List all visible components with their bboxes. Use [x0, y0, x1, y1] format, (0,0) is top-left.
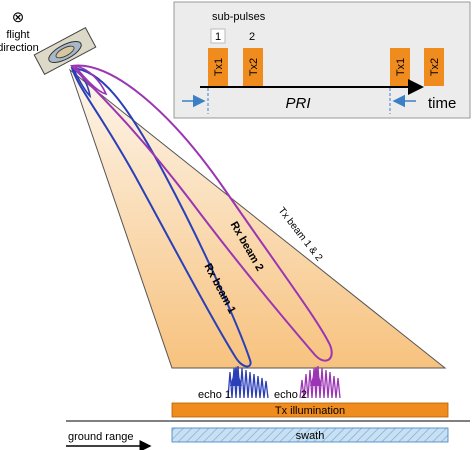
echo-2-envelope — [310, 366, 322, 386]
sar-antenna — [33, 26, 97, 76]
pulse-tx1-b — [390, 48, 410, 86]
subpulse-number-1: 1 — [215, 31, 221, 43]
flight-direction-label-line2: direction — [0, 42, 39, 54]
tx-beam — [68, 68, 447, 369]
subpulses-title: sub-pulses — [212, 11, 266, 23]
swath-label: swath — [296, 430, 325, 442]
echo-2-waveform — [299, 365, 341, 399]
time-axis-label: time — [428, 95, 456, 112]
subpulse-number-2: 2 — [249, 31, 255, 43]
echo-2-label: echo 2 — [274, 389, 307, 401]
ground-range-label: ground range — [68, 431, 133, 443]
echo-1-label: echo 1 — [198, 389, 231, 401]
flight-direction-symbol: ⊗ — [12, 9, 25, 26]
pulse-tx1-a — [208, 48, 228, 86]
tx-illumination-label: Tx illumination — [275, 405, 345, 417]
pulse-tx2-b-label: Tx2 — [429, 58, 441, 76]
pri-label: PRI — [285, 95, 310, 112]
pulse-tx1-a-label: Tx1 — [213, 58, 225, 76]
subpulse-number-2-box — [245, 29, 259, 43]
echo-1-envelope — [230, 366, 242, 386]
subpulse-number-1-box — [210, 28, 226, 44]
pulse-tx2-a-label: Tx2 — [248, 58, 260, 76]
pulse-tx2-a — [243, 48, 263, 86]
swath-bar — [171, 427, 449, 443]
pulse-tx1-b-label: Tx1 — [395, 58, 407, 76]
flight-direction-label-line1: flight — [6, 29, 29, 41]
rx-beam-2 — [69, 64, 333, 362]
rx-beam-1 — [70, 66, 252, 368]
pulse-tx2-b — [424, 48, 444, 86]
tx-illumination-bar — [171, 402, 449, 418]
rx-beam-2-sidelobe — [73, 64, 108, 96]
